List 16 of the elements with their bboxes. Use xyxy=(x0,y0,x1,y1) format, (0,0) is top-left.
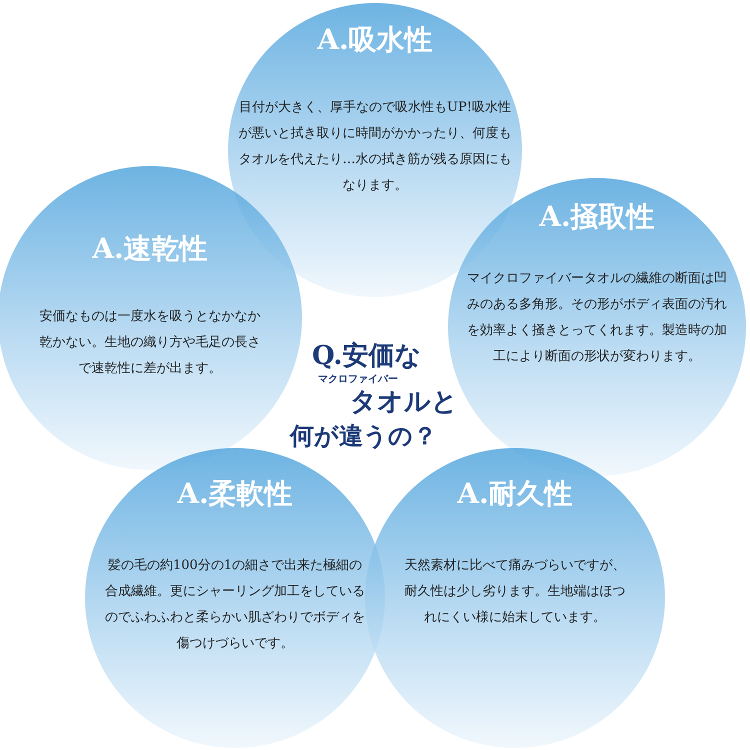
circle-heading: A.耐久性 xyxy=(456,476,574,512)
circle-text: 天然素材に比べて痛みづらいですが、耐久性は少し劣ります。生地端はほつれにくい様に始末しています。 xyxy=(404,557,626,627)
question-heading: Q.安価な xyxy=(312,340,422,373)
circle-heading: A.掻取性 xyxy=(538,199,656,235)
circle-text: 目付が大きく、厚手なので吸水性もUP!吸水性が悪いと拭き取りに時間がかかったり、何度もタオルを代えたり…水の拭き筋が残る原因にもなります。 xyxy=(238,99,512,195)
question-text: タオルと xyxy=(350,386,458,419)
circle-text: 髪の毛の約100分の1の細さで出来た極細の合成繊維。更にシャーリング加工をしているのでふわふわと柔らかい肌ざわりでボディを傷つけづらいです。 xyxy=(104,557,366,653)
circle-text: マイクロファイバータオルの繊維の断面は凹みのある多角形。その形がボディ表面の汚れを効率よく掻きとってくれます。製造時の加工により断面の形状が変わります。 xyxy=(466,270,728,366)
circle-heading: A.速乾性 xyxy=(91,231,209,267)
circle xyxy=(365,448,665,748)
question-text: 何が違うの？ xyxy=(290,420,437,452)
circle-heading: A.吸水性 xyxy=(316,22,434,58)
circle-text: 安価なものは一度水を吸うとなかなか乾かない。生地の織り方や毛足の長さで速乾性に差が出ます。 xyxy=(38,308,262,378)
circle-heading: A.柔軟性 xyxy=(176,476,294,512)
circle xyxy=(228,3,522,297)
question-text: マクロファイバー xyxy=(318,373,398,386)
